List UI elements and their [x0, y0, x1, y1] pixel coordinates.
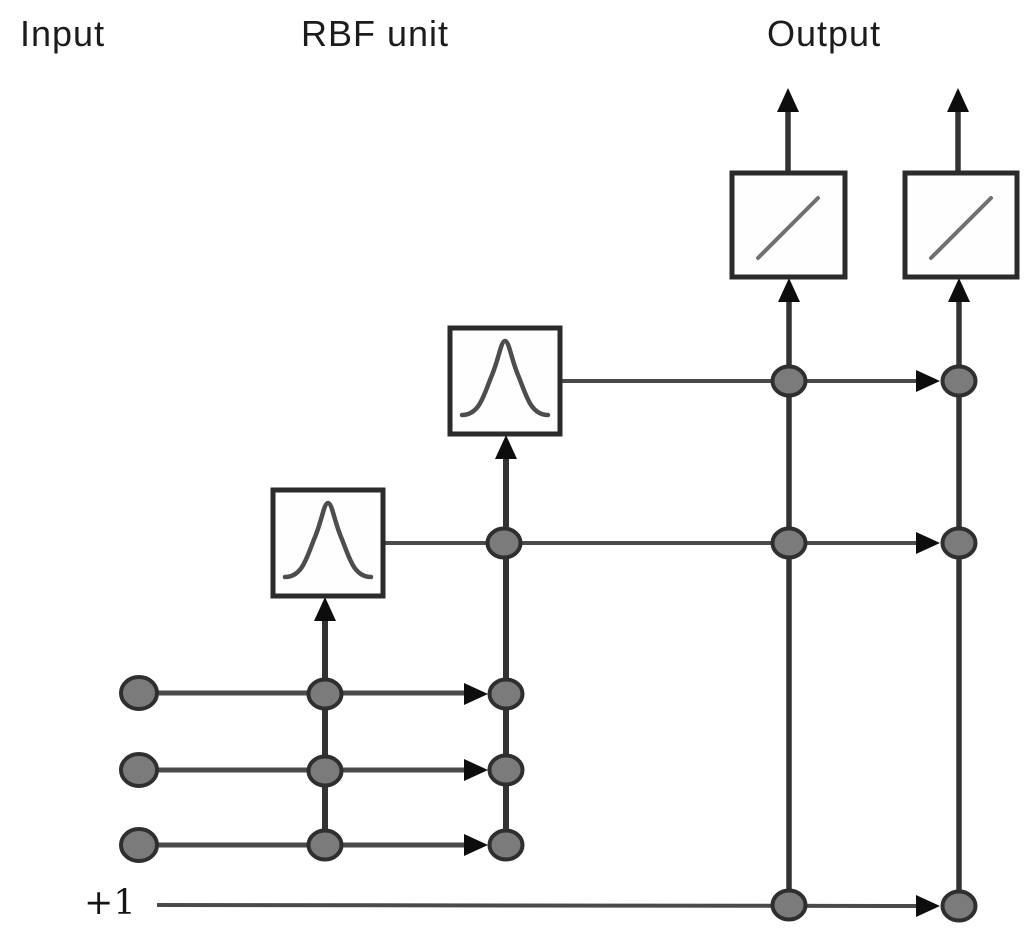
arrow-into-rbf2	[314, 597, 336, 621]
gaussian-curve-icon	[459, 338, 551, 418]
node-input-1	[119, 675, 159, 711]
node-output1-bias	[770, 888, 808, 922]
node-rbf1-in-1	[487, 677, 525, 711]
arrow-input-3-into-rbf1-tap	[464, 834, 488, 856]
output-unit-2-box	[902, 170, 1020, 280]
bias-label: +1	[84, 883, 136, 923]
linear-ramp-icon	[929, 196, 993, 260]
arrow-rbf1-to-output2	[916, 370, 940, 392]
node-input-2	[119, 752, 159, 788]
arrow-into-output2	[948, 278, 970, 302]
rbf-unit-1-box	[447, 325, 563, 437]
node-output2-bias	[940, 889, 978, 923]
arrow-into-output1	[778, 278, 800, 302]
arrow-bias-to-output2	[916, 895, 940, 917]
node-rbf1-in-2	[487, 753, 525, 787]
gaussian-curve-icon	[282, 500, 374, 580]
node-rbf2-in-2	[306, 754, 344, 788]
arrow-rbf2-to-output2	[916, 532, 940, 554]
node-output2-w1	[940, 364, 978, 398]
node-rbf2-in-3	[306, 828, 344, 862]
edge-bias	[156, 903, 925, 908]
node-output1-w1	[770, 364, 808, 398]
node-output2-w2	[940, 526, 978, 560]
rbf-unit-layer-label: RBF unit	[301, 13, 450, 54]
rbf-unit-2-box	[270, 487, 386, 599]
linear-ramp-icon	[756, 196, 820, 260]
node-input-3	[119, 827, 159, 863]
input-layer-label: Input	[20, 13, 106, 54]
arrow-output1-out	[777, 88, 799, 112]
node-rbf1-in-3	[487, 828, 525, 862]
node-output1-w2	[770, 526, 808, 560]
arrow-input-2-into-rbf1-tap	[464, 759, 488, 781]
arrow-input-1-into-rbf1-tap	[464, 683, 488, 705]
node-rbf2-out-junction	[485, 526, 523, 560]
output-layer-label: Output	[767, 13, 882, 54]
arrow-into-rbf1	[495, 435, 517, 459]
arrow-output2-out	[947, 88, 969, 112]
node-rbf2-in-1	[306, 677, 344, 711]
